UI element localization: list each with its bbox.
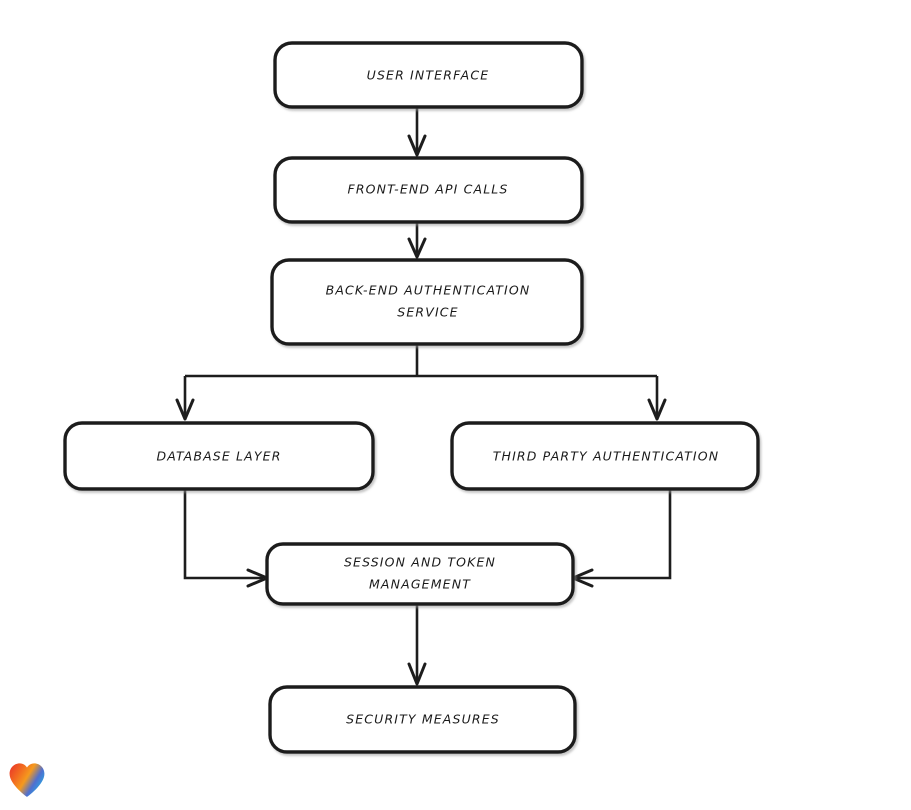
edge-backend-branch-bus (185, 344, 657, 378)
node-label-session-and-token-management-line2: MANAGEMENT (369, 577, 471, 592)
node-box-security-measures[interactable] (268, 685, 577, 754)
heart-icon (9, 763, 45, 797)
node-database-layer[interactable]: DATABASE LAYER (63, 421, 375, 491)
node-box-session-and-token-management[interactable] (265, 542, 575, 606)
node-label-third-party-authentication: THIRD PARTY AUTHENTICATION (493, 449, 720, 464)
node-label-session-and-token-management-line1: SESSION AND TOKEN (344, 555, 496, 570)
node-front-end-api-calls[interactable]: FRONT-END API CALLS (273, 156, 584, 224)
node-label-back-end-authentication-service-line2: SERVICE (397, 305, 458, 320)
edge-session-to-security (407, 604, 427, 686)
node-back-end-authentication-service[interactable]: BACK-END AUTHENTICATION SERVICE (270, 258, 584, 346)
node-third-party-authentication[interactable]: THIRD PARTY AUTHENTICATION (450, 421, 760, 491)
node-label-security-measures: SECURITY MEASURES (346, 712, 500, 727)
node-label-database-layer: DATABASE LAYER (156, 449, 281, 464)
edge-backend-to-thirdparty (647, 376, 667, 421)
node-box-back-end-authentication-service[interactable] (270, 258, 584, 346)
node-layer: USER INTERFACE FRONT-END API CALLS BACK-… (63, 41, 760, 754)
edge-backend-to-database (175, 376, 195, 421)
node-box-user-interface[interactable] (273, 41, 584, 109)
node-label-front-end-api-calls: FRONT-END API CALLS (347, 182, 508, 197)
edge-api-to-backend (407, 222, 427, 259)
node-security-measures[interactable]: SECURITY MEASURES (268, 685, 577, 754)
node-label-back-end-authentication-service-line1: BACK-END AUTHENTICATION (326, 283, 531, 298)
node-session-and-token-management[interactable]: SESSION AND TOKEN MANAGEMENT (265, 542, 575, 606)
node-box-database-layer[interactable] (63, 421, 375, 491)
node-box-front-end-api-calls[interactable] (273, 156, 584, 224)
edge-ui-to-api (407, 107, 427, 157)
node-user-interface[interactable]: USER INTERFACE (273, 41, 584, 109)
edge-thirdparty-to-session (571, 489, 672, 588)
node-box-third-party-authentication[interactable] (450, 421, 760, 491)
edge-database-to-session (183, 489, 269, 588)
node-label-user-interface: USER INTERFACE (367, 68, 490, 83)
